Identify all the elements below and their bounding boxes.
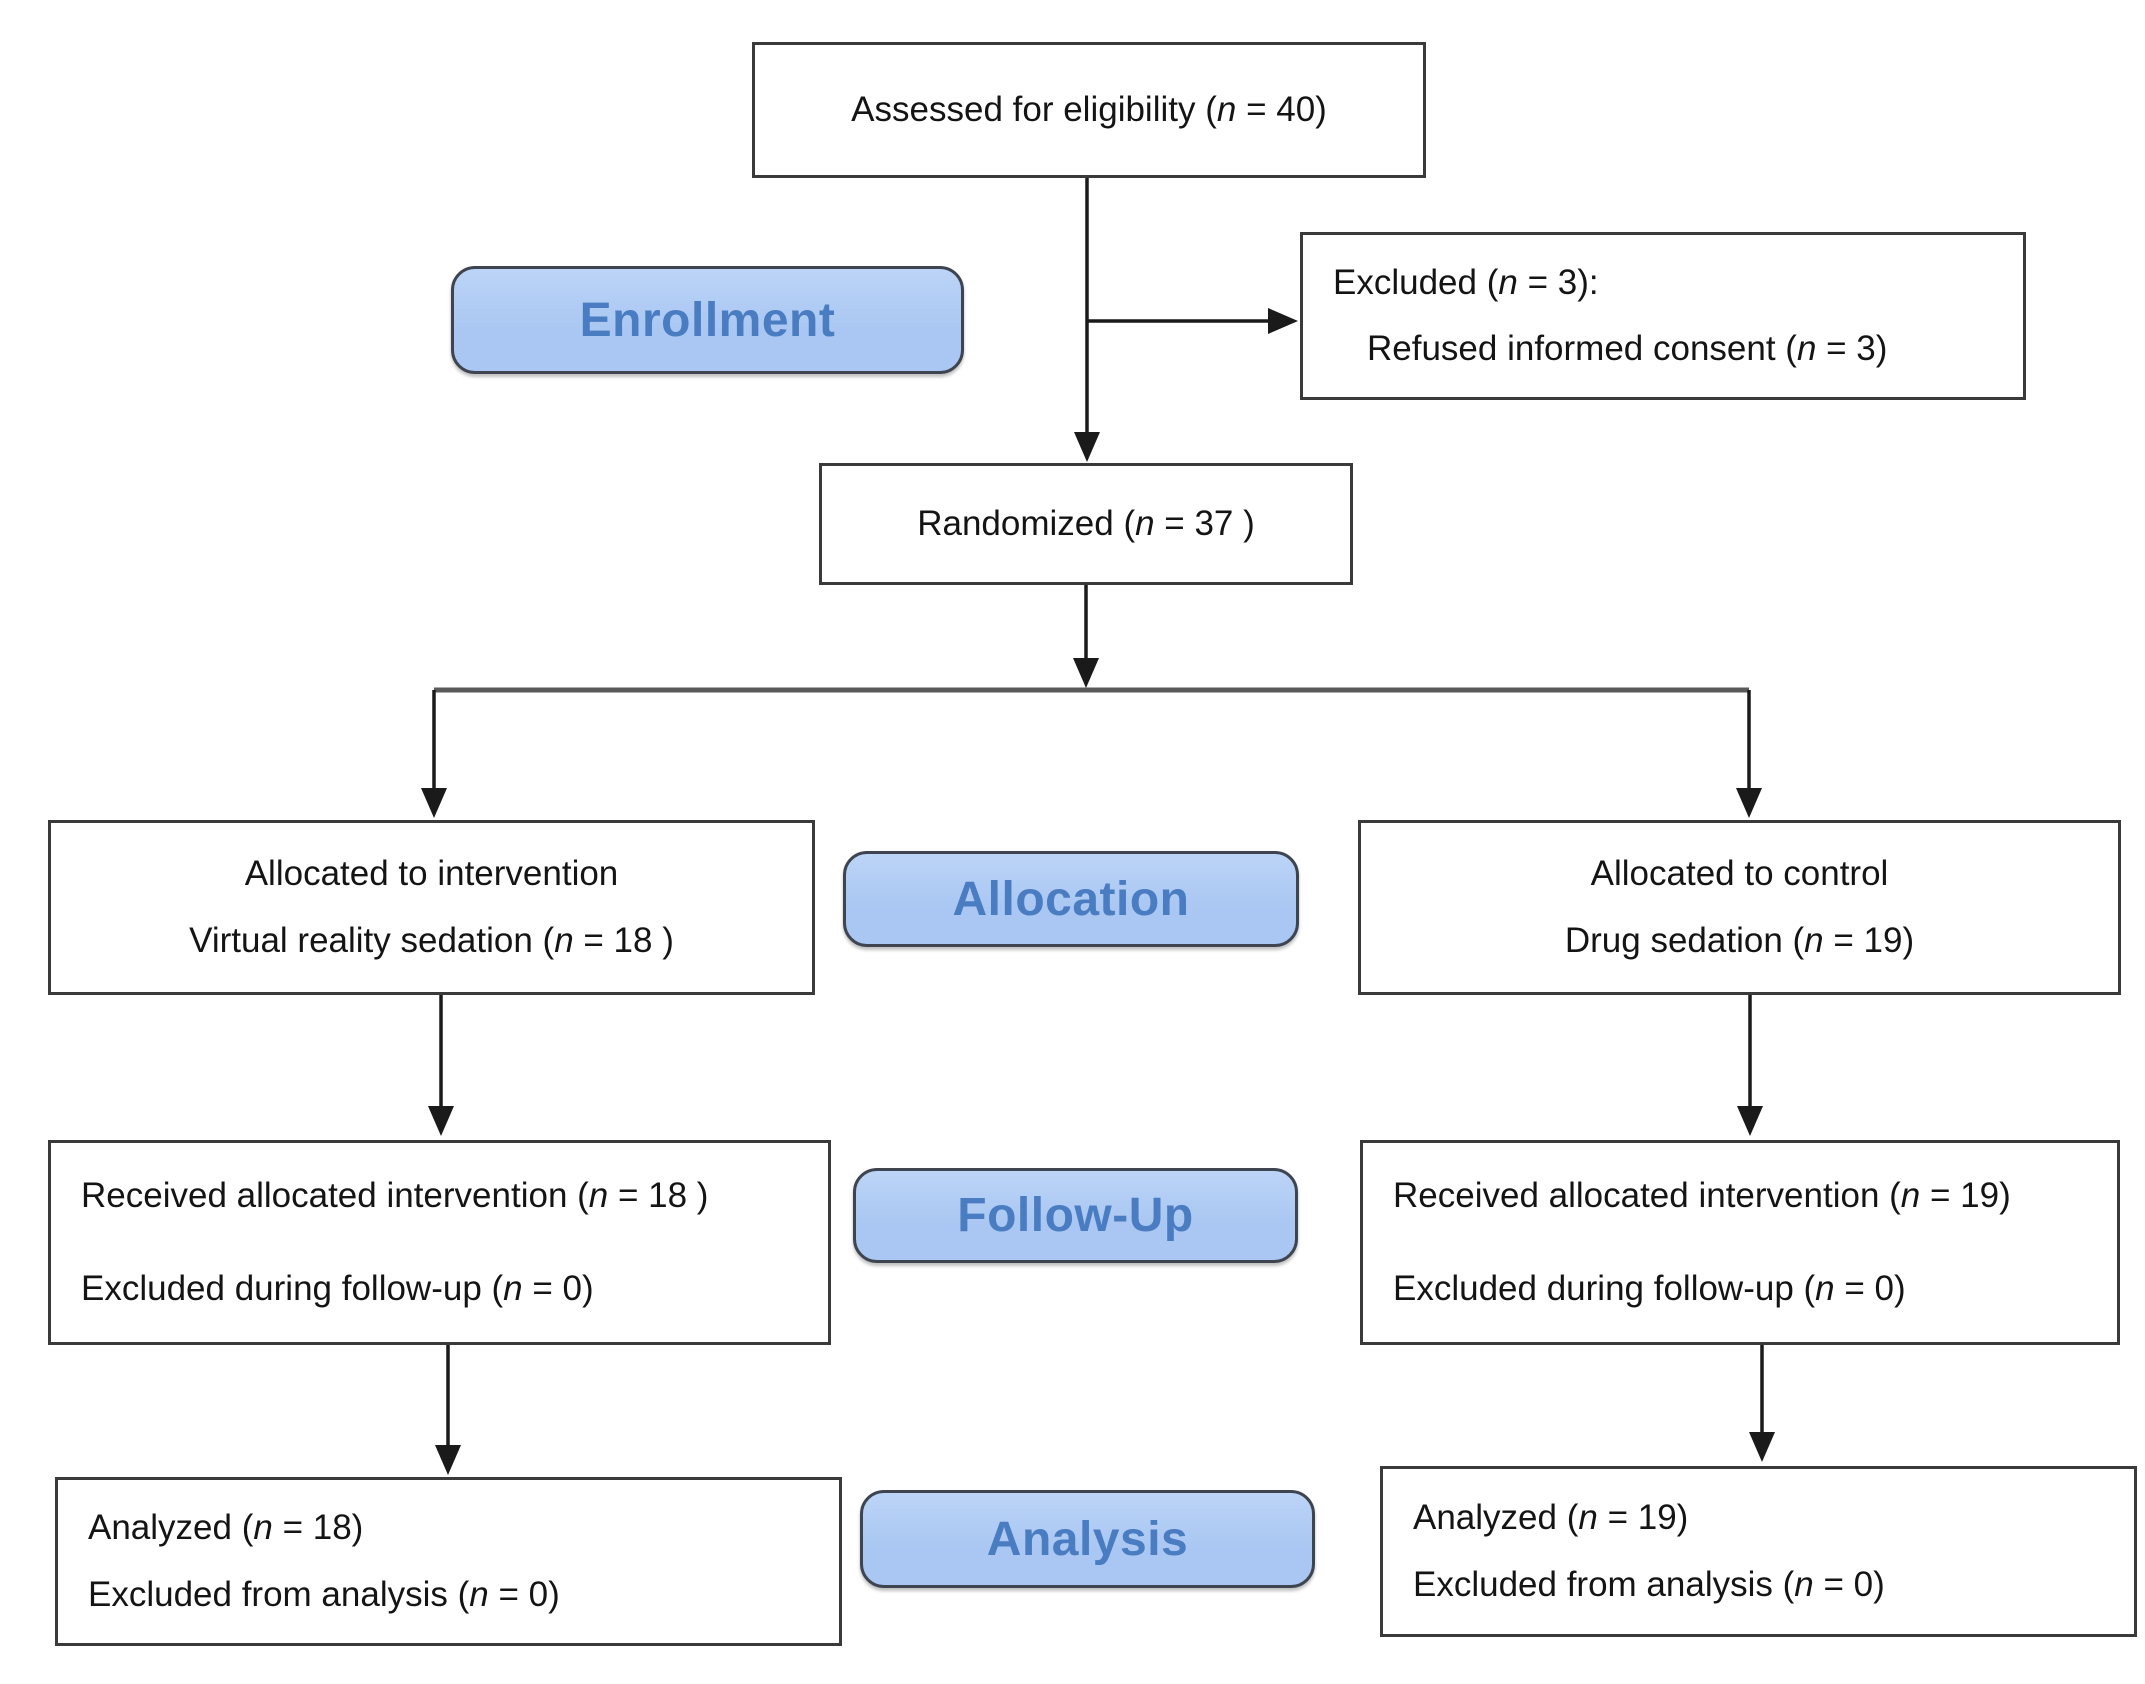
analysis-control-line1: Analyzed (n = 19) bbox=[1413, 1498, 1689, 1538]
box-excluded: Excluded (n = 3): Refused informed conse… bbox=[1300, 232, 2026, 400]
box-allocation-control: Allocated to control Drug sedation (n = … bbox=[1358, 820, 2121, 995]
box-allocation-intervention: Allocated to intervention Virtual realit… bbox=[48, 820, 815, 995]
box-assessed-for-eligibility: Assessed for eligibility (n = 40) bbox=[752, 42, 1426, 178]
allocation-intervention-line2: Virtual reality sedation (n = 18 ) bbox=[189, 920, 674, 960]
excluded-reason: Refused informed consent (n = 3) bbox=[1367, 329, 1888, 368]
arrow-followup-to-analysis-left-head bbox=[435, 1445, 461, 1475]
split-to-allocation-right-head bbox=[1736, 788, 1762, 818]
split-to-allocation-left-head bbox=[421, 788, 447, 818]
box-analysis-control: Analyzed (n = 19) Excluded from analysis… bbox=[1380, 1466, 2137, 1637]
stage-label-followup: Follow-Up bbox=[853, 1168, 1298, 1263]
followup-intervention-line1: Received allocated intervention (n = 18 … bbox=[81, 1176, 709, 1216]
allocation-control-line1: Allocated to control bbox=[1590, 854, 1889, 894]
stage-label-allocation: Allocation bbox=[843, 851, 1299, 947]
analysis-intervention-line1: Analyzed (n = 18) bbox=[88, 1508, 364, 1548]
stage-label-followup-text: Follow-Up bbox=[957, 1189, 1194, 1242]
arrow-randomized-to-split-head bbox=[1073, 658, 1099, 688]
arrow-followup-to-analysis-right-head bbox=[1749, 1432, 1775, 1462]
followup-control-line1: Received allocated intervention (n = 19) bbox=[1393, 1176, 2011, 1216]
stage-label-enrollment-text: Enrollment bbox=[579, 293, 836, 347]
arrow-assessed-to-randomized-head bbox=[1074, 432, 1100, 462]
followup-control-line2: Excluded during follow-up (n = 0) bbox=[1393, 1268, 1906, 1308]
box-followup-control: Received allocated intervention (n = 19)… bbox=[1360, 1140, 2120, 1345]
stage-label-analysis: Analysis bbox=[860, 1490, 1315, 1588]
analysis-intervention-line2: Excluded from analysis (n = 0) bbox=[88, 1574, 560, 1614]
arrow-to-excluded-head bbox=[1268, 308, 1298, 334]
allocation-intervention-line1: Allocated to intervention bbox=[244, 854, 619, 894]
randomized-text: Randomized (n = 37 ) bbox=[917, 503, 1255, 543]
stage-label-analysis-text: Analysis bbox=[986, 1512, 1189, 1566]
allocation-control-line2: Drug sedation (n = 19) bbox=[1564, 920, 1915, 960]
assessed-text: Assessed for eligibility (n = 40) bbox=[851, 89, 1327, 129]
box-randomized: Randomized (n = 37 ) bbox=[819, 463, 1353, 585]
arrow-allocation-to-followup-left-head bbox=[428, 1106, 454, 1136]
excluded-title: Excluded (n = 3): bbox=[1333, 262, 1599, 302]
stage-label-allocation-text: Allocation bbox=[952, 872, 1190, 926]
box-analysis-intervention: Analyzed (n = 18) Excluded from analysis… bbox=[55, 1477, 842, 1646]
arrow-allocation-to-followup-right-head bbox=[1737, 1106, 1763, 1136]
followup-intervention-line2: Excluded during follow-up (n = 0) bbox=[81, 1268, 594, 1308]
box-followup-intervention: Received allocated intervention (n = 18 … bbox=[48, 1140, 831, 1345]
stage-label-enrollment: Enrollment bbox=[451, 266, 964, 374]
analysis-control-line2: Excluded from analysis (n = 0) bbox=[1413, 1564, 1885, 1604]
